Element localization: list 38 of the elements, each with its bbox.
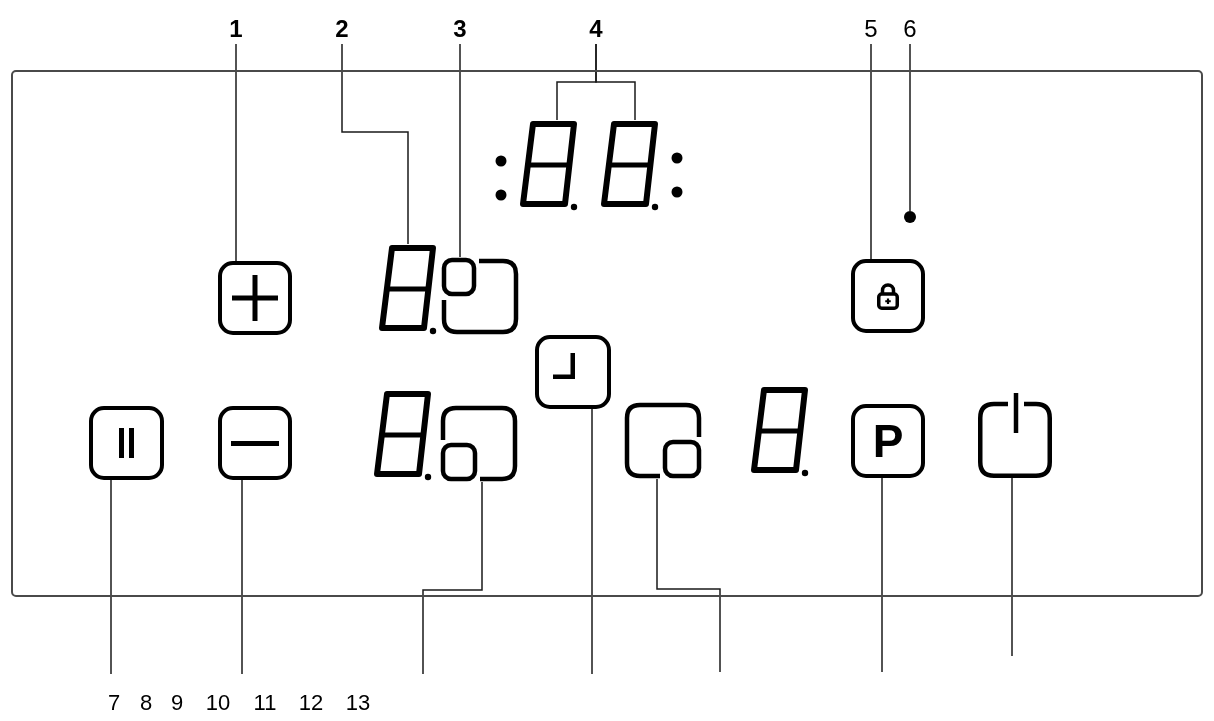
p-key: P bbox=[851, 404, 925, 478]
callout-number: 12 bbox=[298, 692, 324, 714]
leader-line bbox=[110, 479, 112, 675]
zone-key bbox=[441, 257, 519, 335]
plus-key bbox=[218, 261, 292, 335]
callout-number: 10 bbox=[205, 692, 231, 714]
leader-line bbox=[909, 43, 911, 212]
timer-key bbox=[535, 335, 611, 409]
leader-line bbox=[656, 478, 721, 673]
callout-number: 1 bbox=[226, 14, 246, 44]
power-key bbox=[978, 393, 1052, 478]
indicator-dot bbox=[904, 211, 916, 223]
leader-line bbox=[341, 43, 409, 245]
leader-line bbox=[595, 43, 636, 121]
leader-line bbox=[881, 477, 883, 673]
leader-line bbox=[870, 43, 872, 260]
pause-key bbox=[89, 406, 164, 480]
leader-line bbox=[422, 481, 483, 675]
leader-line bbox=[459, 43, 461, 258]
leader-line bbox=[1011, 477, 1013, 657]
callout-number: 11 bbox=[253, 692, 277, 714]
control-panel bbox=[11, 70, 1203, 597]
callout-number: 3 bbox=[450, 14, 470, 44]
callout-number: 7 bbox=[107, 692, 121, 714]
leader-line bbox=[235, 43, 237, 262]
zone-key bbox=[624, 401, 702, 479]
lock-key bbox=[851, 259, 925, 333]
leader-line bbox=[241, 479, 243, 675]
minus-key bbox=[218, 406, 292, 480]
callout-number: 6 bbox=[900, 14, 920, 44]
callout-number: 2 bbox=[332, 14, 352, 44]
callout-number: 5 bbox=[861, 14, 881, 44]
leader-line bbox=[591, 408, 593, 675]
callout-number: 4 bbox=[586, 14, 606, 44]
callout-number: 8 bbox=[139, 692, 153, 714]
callout-number: 9 bbox=[170, 692, 184, 714]
zone-key bbox=[440, 404, 518, 482]
callout-number: 13 bbox=[345, 692, 371, 714]
